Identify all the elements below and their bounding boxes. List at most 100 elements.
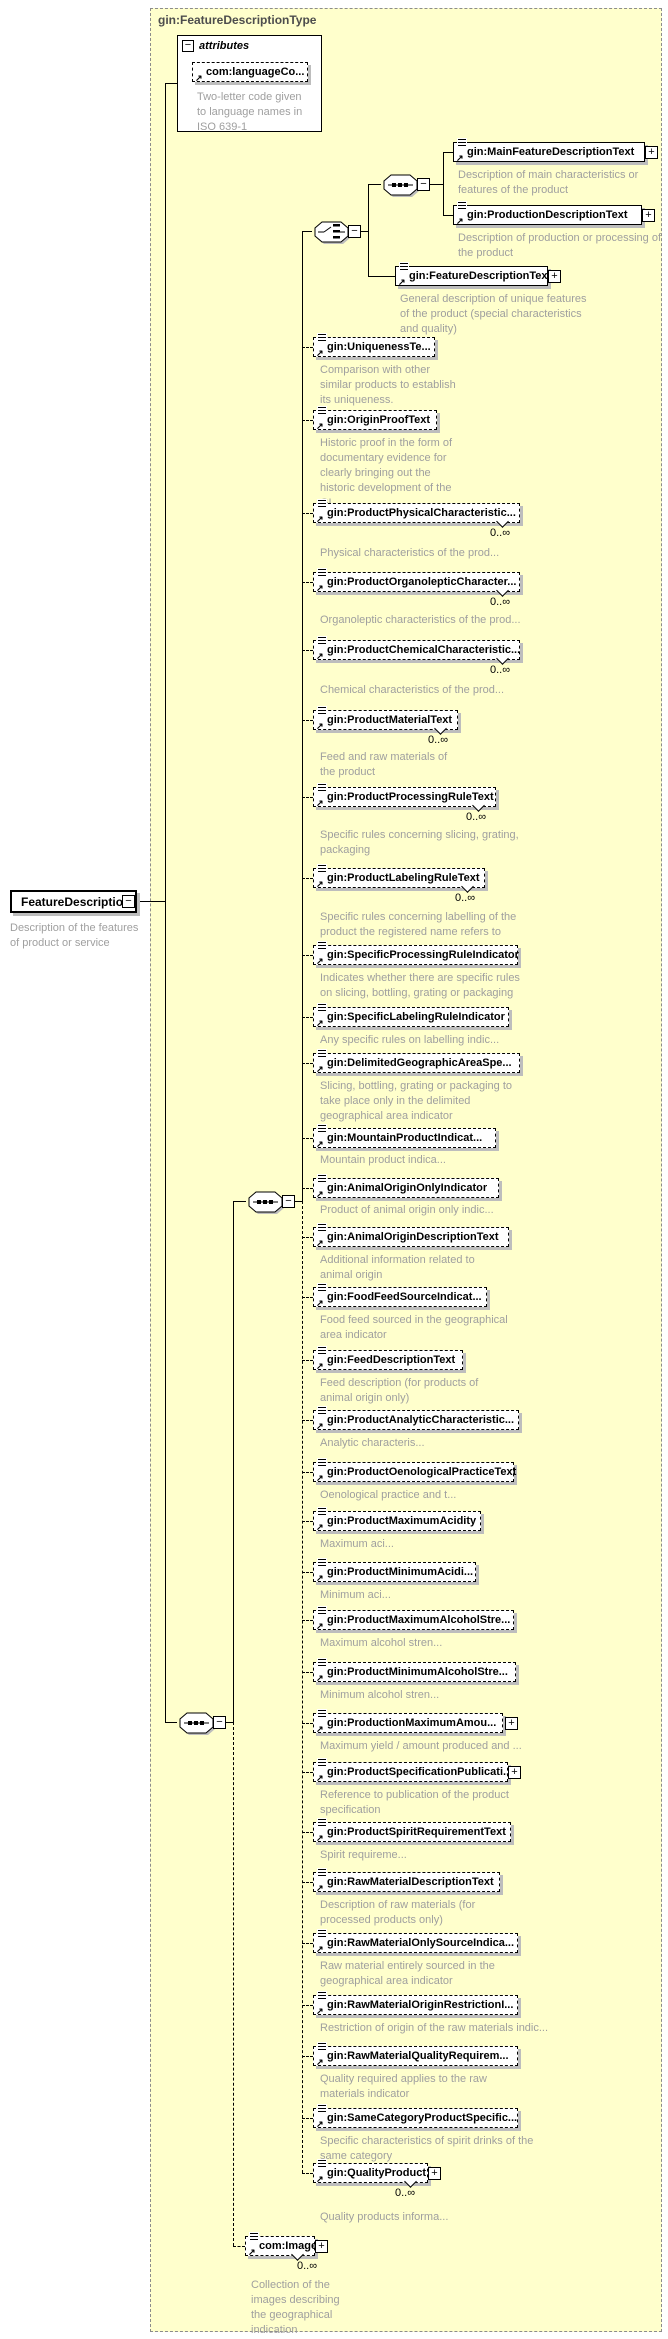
annotation: General description of unique features o… bbox=[400, 293, 587, 335]
expand-icon[interactable]: + bbox=[508, 1766, 521, 1779]
element-gin-ProductSpecificationPublicati[interactable]: ↗ gin:ProductSpecificationPublicati... bbox=[313, 1758, 512, 1783]
element-com-Image[interactable]: ↗ com:Image bbox=[245, 2232, 317, 2257]
element-gin-SpecificProcessingRuleIndicator[interactable]: ↗ gin:SpecificProcessingRuleIndicator bbox=[313, 941, 519, 966]
sequence-icon[interactable] bbox=[246, 1189, 286, 1217]
occurs-label: 0..∞ bbox=[490, 527, 511, 539]
element-ref-icon: ↗ bbox=[316, 1833, 324, 1843]
element-ref-icon: ↗ bbox=[316, 421, 324, 431]
element-gin-RawMaterialOnlySourceIndica[interactable]: ↗ gin:RawMaterialOnlySourceIndica... bbox=[313, 1929, 518, 1954]
element-gin-ProductPhysicalCharacteristic[interactable]: ↗ gin:ProductPhysicalCharacteristic... bbox=[313, 499, 520, 524]
connector-line bbox=[302, 1420, 313, 1421]
connector-line bbox=[302, 2118, 313, 2119]
expand-icon[interactable]: + bbox=[642, 209, 655, 222]
text-content-icon bbox=[317, 1124, 327, 1133]
element-ref-icon: ↗ bbox=[316, 2057, 324, 2067]
annotation: Food feed sourced in the geographical ar… bbox=[320, 1314, 508, 1341]
collapse-icon[interactable]: − bbox=[348, 225, 361, 238]
collapse-icon[interactable]: − bbox=[417, 178, 430, 191]
element-gin-FoodFeedSourceIndicat[interactable]: ↗ gin:FoodFeedSourceIndicat... bbox=[313, 1283, 487, 1308]
annotation: Slicing, bottling, grating or packaging … bbox=[320, 1080, 513, 1122]
text-content-icon bbox=[317, 333, 327, 342]
element-ref-icon: ↗ bbox=[316, 1883, 324, 1893]
expand-icon[interactable]: + bbox=[315, 2240, 328, 2253]
annotation: Oenological practice and t... bbox=[320, 1489, 457, 1501]
attribute-label: com:languageCo... bbox=[206, 66, 305, 78]
element-ref-icon: ↗ bbox=[316, 1522, 324, 1532]
expand-icon[interactable]: + bbox=[428, 2167, 441, 2180]
text-content-icon bbox=[457, 138, 467, 147]
annotation: Mountain product indica... bbox=[320, 1154, 446, 1166]
connector-line bbox=[302, 1237, 313, 1238]
connector-line bbox=[302, 720, 313, 721]
choice-icon[interactable] bbox=[312, 219, 352, 247]
element-gin-SameCategoryProductSpecific[interactable]: ↗ gin:SameCategoryProductSpecific... bbox=[313, 2104, 518, 2129]
connector-line bbox=[302, 231, 312, 232]
element-gin-FeatureDescriptionText[interactable]: ↗ gin:FeatureDescriptionText bbox=[395, 262, 551, 287]
element-gin-ProductSpiritRequirementText[interactable]: ↗ gin:ProductSpiritRequirementText bbox=[313, 1818, 511, 1843]
element-ref-icon: ↗ bbox=[316, 1238, 324, 1248]
collapse-icon[interactable]: − bbox=[182, 40, 194, 52]
element-gin-ProductOrganolepticCharacter[interactable]: ↗ gin:ProductOrganolepticCharacter... bbox=[313, 568, 520, 593]
element-gin-ProductChemicalCharacteristic[interactable]: ↗ gin:ProductChemicalCharacteristic... bbox=[313, 636, 520, 661]
text-content-icon bbox=[317, 1606, 327, 1615]
element-gin-RawMaterialDescriptionText[interactable]: ↗ gin:RawMaterialDescriptionText bbox=[313, 1868, 500, 1893]
text-content-icon bbox=[317, 1049, 327, 1058]
element-gin-ProductionDescriptionText[interactable]: ↗ gin:ProductionDescriptionText bbox=[453, 201, 642, 226]
element-gin-UniquenessText[interactable]: ↗ gin:UniquenessTe... bbox=[313, 333, 435, 358]
collapse-icon[interactable]: − bbox=[122, 895, 135, 908]
annotation: Historic proof in the form of documentar… bbox=[320, 437, 453, 509]
occurs-label: 0..∞ bbox=[297, 2260, 318, 2272]
element-gin-ProductMaximumAcidity[interactable]: ↗ gin:ProductMaximumAcidity bbox=[313, 1507, 481, 1532]
text-content-icon bbox=[317, 406, 327, 415]
rail-line bbox=[302, 1201, 303, 2173]
element-gin-FeedDescriptionText[interactable]: ↗ gin:FeedDescriptionText bbox=[313, 1346, 463, 1371]
rail-line bbox=[233, 1201, 234, 1722]
text-content-icon bbox=[317, 1223, 327, 1232]
expand-icon[interactable]: + bbox=[505, 1717, 518, 1730]
element-gin-MainFeatureDescriptionText[interactable]: ↗ gin:MainFeatureDescriptionText bbox=[453, 138, 645, 163]
element-gin-MountainProductIndicat[interactable]: ↗ gin:MountainProductIndicat... bbox=[313, 1124, 496, 1149]
element-gin-OriginProofText[interactable]: ↗ gin:OriginProofText bbox=[313, 406, 437, 431]
element-gin-ProductOenologicalPracticeText[interactable]: ↗ gin:ProductOenologicalPracticeText bbox=[313, 1458, 516, 1483]
element-gin-ProductProcessingRuleText[interactable]: ↗ gin:ProductProcessingRuleText bbox=[313, 783, 496, 808]
element-gin-QualityProduct[interactable]: ↗ gin:QualityProduct bbox=[313, 2159, 428, 2184]
element-gin-ProductMinimumAcidi[interactable]: ↗ gin:ProductMinimumAcidi... bbox=[313, 1558, 476, 1583]
element-gin-RawMaterialOriginRestrictionI[interactable]: ↗ gin:RawMaterialOriginRestrictionI... bbox=[313, 1991, 518, 2016]
expand-icon[interactable]: + bbox=[645, 146, 658, 159]
sequence-icon[interactable] bbox=[177, 1710, 217, 1738]
element-gin-ProductLabelingRuleText[interactable]: ↗ gin:ProductLabelingRuleText bbox=[313, 864, 485, 889]
annotation: Specific rules concerning labelling of t… bbox=[320, 911, 517, 938]
annotation: Chemical characteristics of the prod... bbox=[320, 684, 505, 696]
element-ref-icon: ↗ bbox=[316, 879, 324, 889]
collapse-icon[interactable]: − bbox=[213, 1716, 226, 1729]
connector-line bbox=[302, 1672, 313, 1673]
sequence-icon[interactable] bbox=[381, 172, 421, 200]
element-ref-icon: ↗ bbox=[316, 1473, 324, 1483]
element-gin-ProductMaximumAlcoholStre[interactable]: ↗ gin:ProductMaximumAlcoholStre... bbox=[313, 1606, 514, 1631]
element-ref-icon: ↗ bbox=[316, 651, 324, 661]
connector-line bbox=[302, 420, 313, 421]
element-gin-SpecificLabelingRuleIndicator[interactable]: ↗ gin:SpecificLabelingRuleIndicator bbox=[313, 1003, 509, 1028]
annotation: Spirit requireme... bbox=[320, 1849, 407, 1861]
trunk-line bbox=[165, 83, 166, 1722]
element-ref-icon: ↗ bbox=[316, 1673, 324, 1683]
attribute-language-code[interactable]: ↗ com:languageCo... bbox=[192, 62, 308, 83]
element-gin-DelimitedGeographicAreaSpe[interactable]: ↗ gin:DelimitedGeographicAreaSpe... bbox=[313, 1049, 520, 1074]
collapse-icon[interactable]: − bbox=[282, 1195, 295, 1208]
element-gin-AnimalOriginDescriptionText[interactable]: ↗ gin:AnimalOriginDescriptionText bbox=[313, 1223, 509, 1248]
text-content-icon bbox=[317, 1406, 327, 1415]
connector-line bbox=[302, 513, 313, 514]
connector-line bbox=[302, 2056, 313, 2057]
expand-icon[interactable]: + bbox=[548, 270, 561, 283]
element-gin-ProductMinimumAlcoholStre[interactable]: ↗ gin:ProductMinimumAlcoholStre... bbox=[313, 1658, 516, 1683]
element-FeatureDescription[interactable]: FeatureDescription bbox=[10, 890, 137, 913]
annotation: Description of raw materials (for proces… bbox=[320, 1899, 476, 1926]
element-ref-icon: ↗ bbox=[316, 583, 324, 593]
connector-line bbox=[302, 1620, 313, 1621]
element-gin-ProductionMaximumAmou[interactable]: ↗ gin:ProductionMaximumAmou... bbox=[313, 1709, 503, 1734]
element-gin-ProductAnalyticCharacteristic[interactable]: ↗ gin:ProductAnalyticCharacteristic... bbox=[313, 1406, 519, 1431]
annotation: Feed and raw materials of the product bbox=[320, 751, 448, 778]
element-gin-ProductMaterialText[interactable]: ↗ gin:ProductMaterialText bbox=[313, 706, 458, 731]
element-gin-RawMaterialQualityRequirem[interactable]: ↗ gin:RawMaterialQualityRequirem... bbox=[313, 2042, 518, 2067]
element-gin-AnimalOriginOnlyIndicator[interactable]: ↗ gin:AnimalOriginOnlyIndicator bbox=[313, 1174, 499, 1199]
